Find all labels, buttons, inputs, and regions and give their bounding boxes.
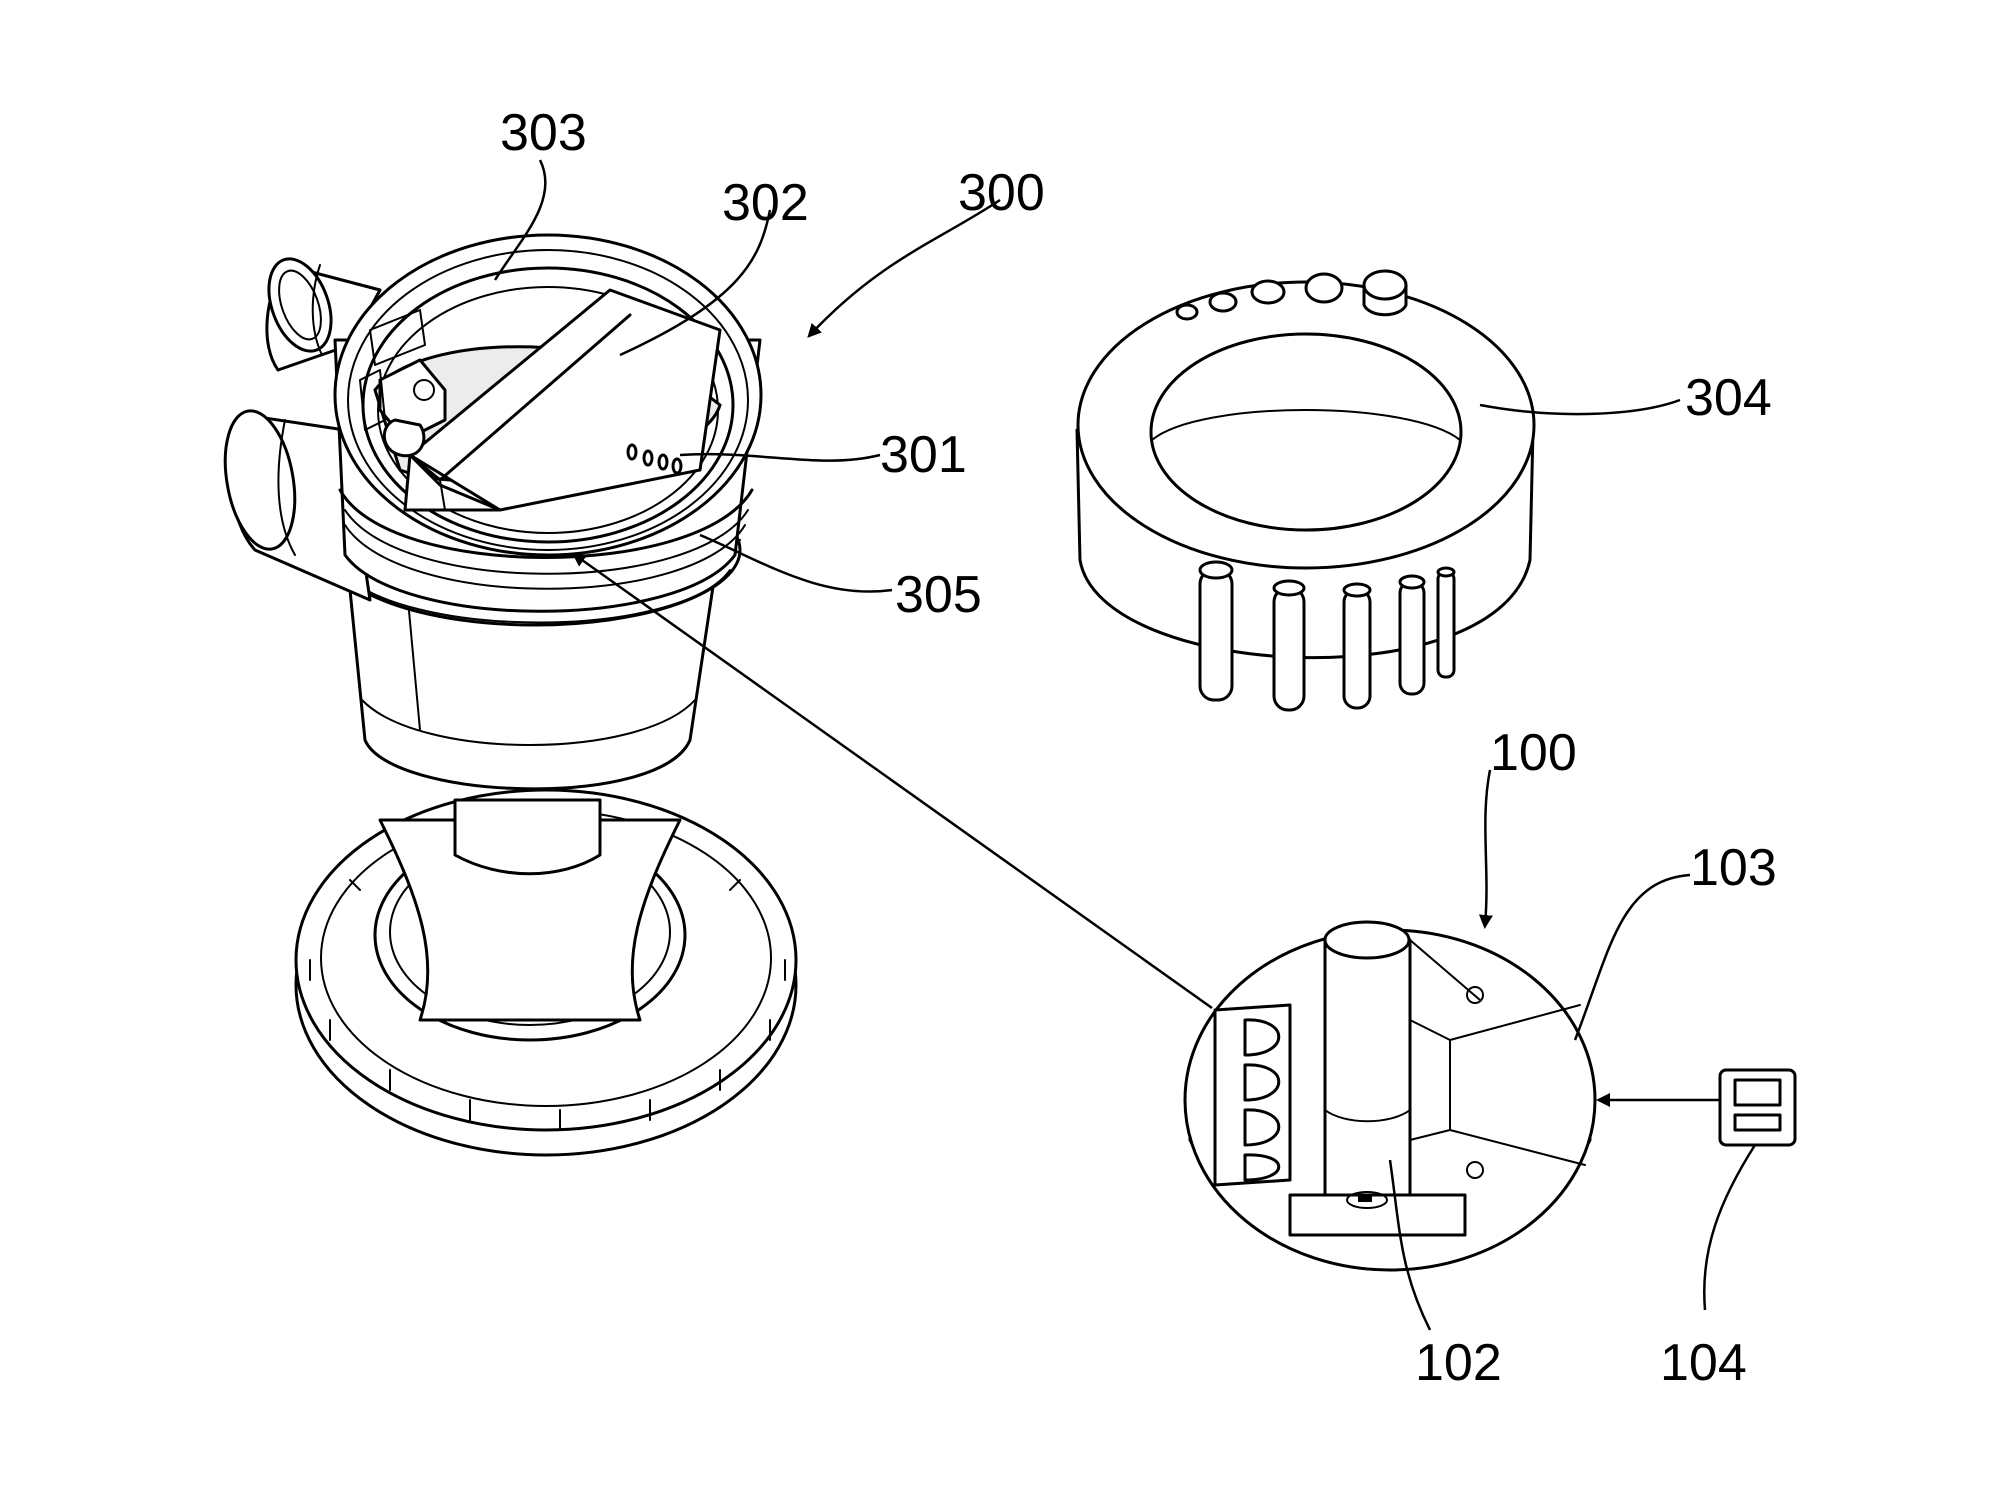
led-window-block bbox=[1215, 1005, 1290, 1185]
label-104: 104 bbox=[1660, 1334, 1747, 1392]
label-103: 103 bbox=[1690, 839, 1777, 897]
label-305: 305 bbox=[895, 566, 982, 624]
label-303: 303 bbox=[500, 104, 587, 162]
label-304: 304 bbox=[1685, 369, 1772, 427]
field-device-housing bbox=[215, 235, 796, 1155]
housing-head bbox=[335, 235, 761, 611]
label-300: 300 bbox=[958, 164, 1045, 222]
label-102: 102 bbox=[1415, 1334, 1502, 1392]
label-302: 302 bbox=[722, 174, 809, 232]
label-100: 100 bbox=[1490, 724, 1577, 782]
cover-ring-304 bbox=[1077, 271, 1534, 710]
module-100-detail bbox=[1185, 922, 1595, 1270]
device-104 bbox=[1720, 1070, 1795, 1145]
label-301: 301 bbox=[880, 426, 967, 484]
